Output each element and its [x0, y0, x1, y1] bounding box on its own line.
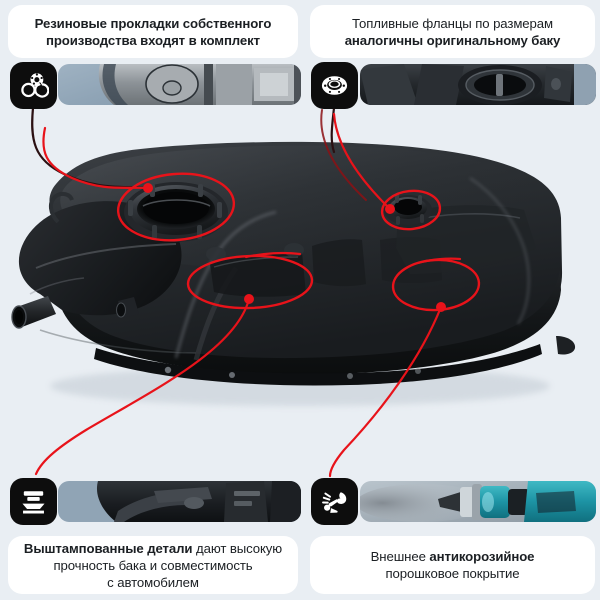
caption-tr-line1: Топливные фланцы по размерам [352, 15, 553, 31]
caption-bl-line1-rest: дают высокую [192, 540, 283, 556]
stamping-press-icon[interactable] [10, 478, 57, 525]
caption-br-line1-bold: антикорозийное [429, 549, 535, 564]
caption-card-bottom-left: Выштампованные детали дают высокую прочн… [8, 536, 298, 594]
spray-gun-icon[interactable] [311, 478, 358, 525]
caption-br-line2: порошковое покрытие [385, 566, 520, 581]
caption-tl-line1: Резиновые прокладки собственного [34, 15, 272, 31]
rubber-gaskets-icon[interactable] [10, 62, 57, 109]
thumb-flange-photo[interactable] [360, 64, 596, 105]
thumb-gasket-photo[interactable] [58, 64, 301, 105]
caption-tr-line2: аналогичны оригинальному баку [344, 32, 561, 48]
thumb-powder-coating-photo[interactable] [360, 481, 596, 522]
caption-br-line1-rest: Внешнее [370, 549, 430, 564]
caption-tl-line2: производства входят в комплект [45, 32, 261, 48]
tank-inlet-pipe [11, 296, 56, 329]
tank-filler-flange [124, 182, 228, 242]
caption-card-bottom-right: Внешнее антикорозийное порошковое покрыт… [310, 536, 595, 594]
fuel-tank-product-image [11, 141, 576, 406]
caption-bl-line1-bold: Выштампованные детали [23, 540, 193, 556]
fuel-flange-icon[interactable] [311, 62, 358, 109]
caption-bl-line2: прочность бака и совместимость [53, 557, 253, 573]
caption-card-top-left: Резиновые прокладки собственного произво… [8, 5, 298, 58]
thumb-stamping-photo[interactable] [58, 481, 301, 522]
caption-bl-line3: с автомобилем [107, 574, 199, 590]
caption-card-top-right: Топливные фланцы по размерам аналогичны … [310, 5, 595, 58]
